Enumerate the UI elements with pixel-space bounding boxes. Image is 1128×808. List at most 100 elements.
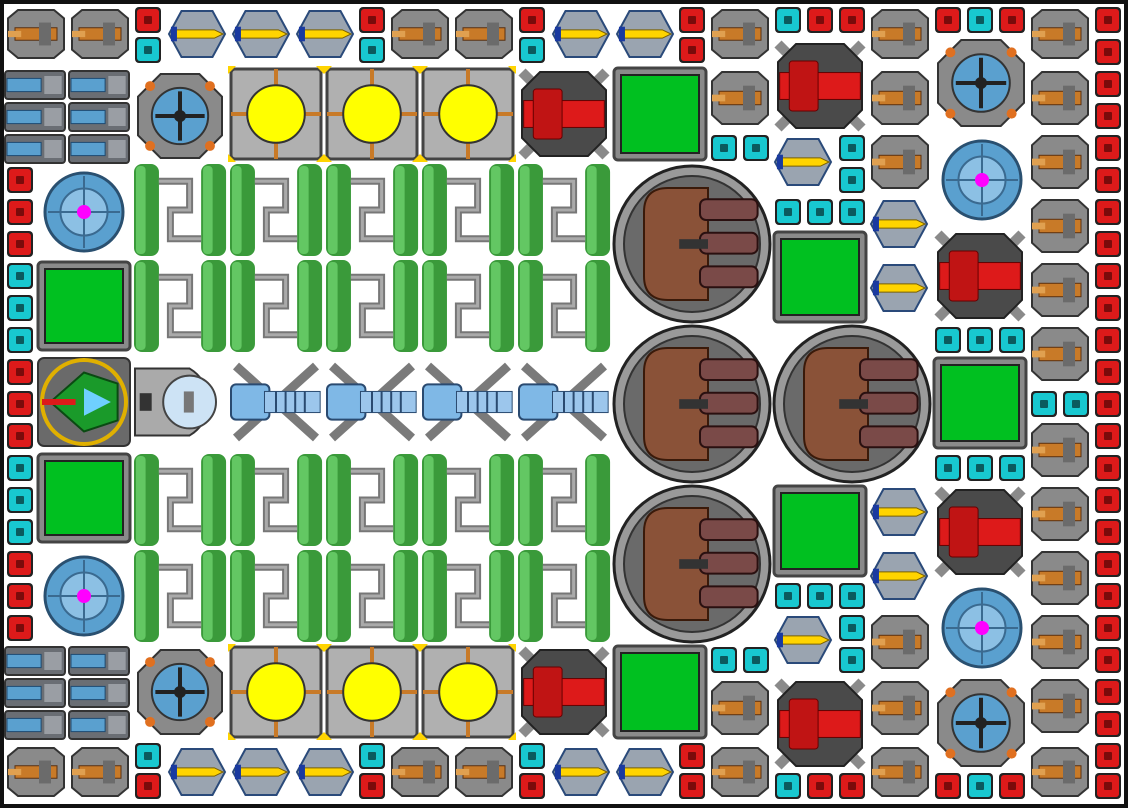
armor-red-icon <box>1094 454 1122 482</box>
red-laser-icon <box>932 228 1028 324</box>
missile-launcher-icon <box>166 8 228 60</box>
blue-battery-icon <box>4 70 66 100</box>
armor-red-icon <box>998 6 1026 34</box>
shield-emitter-icon <box>42 170 126 254</box>
armor-red-icon <box>358 772 386 800</box>
armor-red-icon <box>134 772 162 800</box>
armor-red-icon <box>806 772 834 800</box>
green-tank-icon <box>324 548 420 644</box>
green-tank-icon <box>420 162 516 258</box>
copper-gun-icon <box>870 746 930 798</box>
shield-emitter-icon <box>42 554 126 638</box>
armor-cyan-icon <box>838 582 866 610</box>
armor-red-icon <box>838 6 866 34</box>
heavy-turret-icon <box>612 164 772 324</box>
armor-cyan-icon <box>358 742 386 770</box>
missile-launcher-icon <box>230 746 292 798</box>
blue-thruster-icon <box>228 358 324 446</box>
armor-red-icon <box>1094 134 1122 162</box>
copper-gun-icon <box>6 746 66 798</box>
armor-cyan-icon <box>998 326 1026 354</box>
armor-cyan-icon <box>518 742 546 770</box>
blue-battery-icon <box>4 102 66 132</box>
solar-panel-icon <box>612 66 708 162</box>
armor-cyan-icon <box>774 772 802 800</box>
cockpit-dome-icon <box>132 358 228 446</box>
copper-gun-icon <box>1030 550 1090 606</box>
copper-gun-icon <box>1030 678 1090 734</box>
armor-cyan-icon <box>742 134 770 162</box>
missile-launcher-icon <box>772 614 834 666</box>
green-tank-icon <box>132 258 228 354</box>
armor-cyan-icon <box>6 326 34 354</box>
green-tank-icon <box>324 162 420 258</box>
armor-red-icon <box>678 36 706 64</box>
armor-red-icon <box>1094 166 1122 194</box>
gyro-icon <box>936 38 1026 128</box>
blue-battery-icon <box>68 70 130 100</box>
armor-red-icon <box>6 550 34 578</box>
armor-cyan-icon <box>838 646 866 674</box>
armor-red-icon <box>1094 198 1122 226</box>
missile-launcher-icon <box>294 8 356 60</box>
armor-cyan-icon <box>518 36 546 64</box>
armor-red-icon <box>934 772 962 800</box>
missile-launcher-icon <box>550 8 612 60</box>
armor-cyan-icon <box>966 454 994 482</box>
copper-gun-icon <box>710 8 770 60</box>
missile-launcher-icon <box>166 746 228 798</box>
armor-red-icon <box>6 166 34 194</box>
armor-red-icon <box>1094 678 1122 706</box>
green-tank-icon <box>324 258 420 354</box>
solar-panel-icon <box>932 356 1028 450</box>
armor-red-icon <box>1094 102 1122 130</box>
armor-red-icon <box>1094 390 1122 418</box>
armor-cyan-icon <box>6 262 34 290</box>
armor-red-icon <box>1094 710 1122 738</box>
copper-gun-icon <box>1030 262 1090 318</box>
red-laser-icon <box>932 484 1028 580</box>
missile-launcher-icon <box>614 746 676 798</box>
green-tank-icon <box>516 548 612 644</box>
armor-red-icon <box>1094 422 1122 450</box>
copper-gun-icon <box>1030 70 1090 126</box>
armor-red-icon <box>838 772 866 800</box>
copper-gun-icon <box>870 70 930 126</box>
copper-gun-icon <box>710 680 770 736</box>
missile-launcher-icon <box>868 550 930 602</box>
blue-battery-icon <box>68 646 130 676</box>
armor-red-icon <box>1094 486 1122 514</box>
copper-gun-icon <box>390 746 450 798</box>
armor-cyan-icon <box>998 454 1026 482</box>
missile-launcher-icon <box>614 8 676 60</box>
armor-cyan-icon <box>6 294 34 322</box>
armor-red-icon <box>678 6 706 34</box>
armor-red-icon <box>518 6 546 34</box>
missile-launcher-icon <box>868 486 930 538</box>
armor-cyan-icon <box>1062 390 1090 418</box>
gyro-icon <box>136 72 224 160</box>
blue-thruster-icon <box>516 358 612 446</box>
red-laser-icon <box>516 644 612 740</box>
armor-cyan-icon <box>934 454 962 482</box>
solar-panel-icon <box>612 644 708 740</box>
command-cockpit-icon <box>36 356 132 448</box>
armor-red-icon <box>934 6 962 34</box>
heavy-turret-icon <box>612 324 772 484</box>
armor-cyan-icon <box>966 326 994 354</box>
armor-red-icon <box>1094 294 1122 322</box>
missile-launcher-icon <box>772 136 834 188</box>
red-laser-icon <box>772 676 868 772</box>
armor-red-icon <box>6 582 34 610</box>
blue-thruster-icon <box>420 358 516 446</box>
copper-gun-icon <box>1030 614 1090 670</box>
copper-gun-icon <box>710 746 770 798</box>
green-tank-icon <box>420 258 516 354</box>
copper-gun-icon <box>870 8 930 60</box>
red-laser-icon <box>516 66 612 162</box>
reactor-icon <box>228 644 324 740</box>
copper-gun-icon <box>1030 134 1090 190</box>
shield-emitter-icon <box>940 586 1024 670</box>
blue-battery-icon <box>68 678 130 708</box>
armor-cyan-icon <box>134 742 162 770</box>
